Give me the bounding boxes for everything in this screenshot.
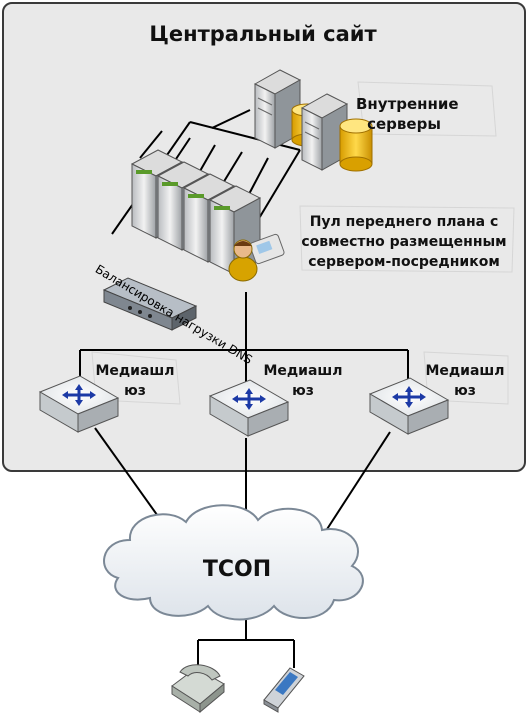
pstn-cloud: [103, 504, 364, 621]
pstn-label: ТСОП: [202, 557, 272, 582]
central-site-title: Центральный сайт: [149, 22, 377, 46]
mobile-phone-icon: [263, 667, 305, 713]
media-gateway-label-1: Медиашл юз: [95, 363, 175, 399]
faint-backdrop-shapes: [91, 81, 515, 405]
media-gateway-label-2: Медиашл юз: [263, 363, 343, 399]
internal-server-1: [253, 69, 302, 149]
internal-server-2: [300, 93, 349, 171]
mediation-user-icon: [228, 233, 285, 282]
desk-phone-icon: [171, 664, 225, 714]
dns-load-balancer-device: [102, 277, 198, 331]
media-gateway-2: [208, 379, 290, 437]
database-2: [339, 118, 373, 172]
media-gateway-1: [38, 375, 120, 433]
media-gateway-label-3: Медиашл юз: [425, 363, 505, 399]
internal-servers-label: Внутренние серверы: [356, 95, 459, 133]
media-gateway-3: [368, 377, 450, 435]
front-end-pool-label: Пул переднего плана с совместно размещен…: [301, 214, 507, 270]
